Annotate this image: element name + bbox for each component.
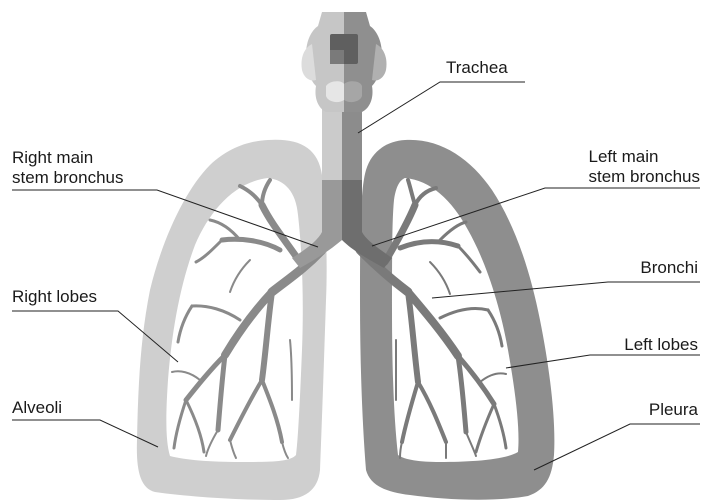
trachea-label: Trachea <box>446 58 508 78</box>
left-main-stem-bronchus-label-line2: stem bronchus <box>589 167 701 187</box>
right-main-stem-bronchus-label-line2: stem bronchus <box>12 168 124 188</box>
left-main-stem-bronchus-label: Left main stem bronchus <box>589 147 701 187</box>
larynx <box>301 12 386 112</box>
alveoli-leader <box>12 420 158 447</box>
right-main-stem-bronchus-label-line1: Right main <box>12 148 124 168</box>
left-lobes-label: Left lobes <box>624 335 698 355</box>
bronchi-label: Bronchi <box>640 258 698 278</box>
left-main-stem-bronchus-label-line1: Left main <box>589 147 701 167</box>
pleura-label: Pleura <box>649 400 698 420</box>
right-lobes-label: Right lobes <box>12 287 97 307</box>
trachea-leader <box>358 82 525 133</box>
alveoli-label: Alveoli <box>12 398 62 418</box>
pleura-leader <box>534 424 700 470</box>
right-main-stem-bronchus-label: Right main stem bronchus <box>12 148 124 188</box>
